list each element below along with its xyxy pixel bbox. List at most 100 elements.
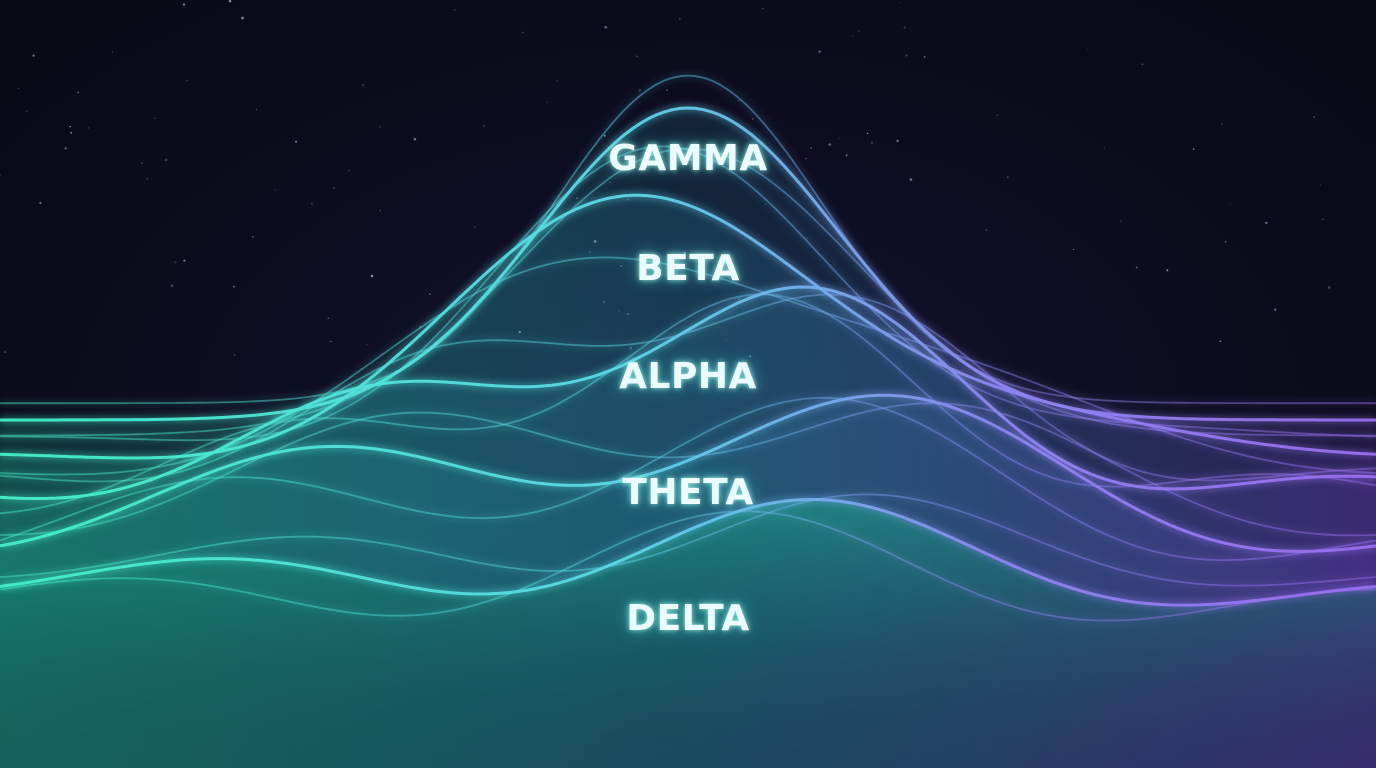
- band-line-theta: [0, 393, 1376, 553]
- band-line-gamma: [0, 106, 1376, 422]
- star: [1219, 340, 1222, 343]
- star: [903, 26, 906, 29]
- star: [241, 16, 244, 20]
- star: [1141, 63, 1144, 66]
- star: [146, 177, 149, 180]
- star: [332, 186, 335, 189]
- star: [173, 261, 177, 264]
- star: [77, 91, 80, 94]
- band-label-theta: THETA: [622, 472, 754, 513]
- band-echo-line-gamma: [0, 147, 1376, 437]
- star: [348, 170, 350, 172]
- star: [604, 25, 608, 29]
- star: [1087, 48, 1089, 50]
- band-echo-line-beta: [0, 145, 1376, 442]
- star: [483, 125, 485, 127]
- star: [231, 12, 233, 15]
- star: [154, 117, 156, 119]
- band-echo-line-delta: [0, 510, 1376, 622]
- star: [366, 343, 368, 345]
- band-echo-line-theta: [0, 396, 1376, 562]
- star: [899, 2, 902, 4]
- star: [252, 235, 254, 238]
- band-echo-line-gamma: [0, 74, 1376, 405]
- band-echo-line-beta: [0, 256, 1376, 476]
- star: [182, 3, 186, 6]
- star: [522, 31, 525, 34]
- star: [310, 202, 313, 205]
- star: [1229, 204, 1231, 206]
- star: [170, 284, 174, 287]
- star: [186, 79, 189, 82]
- star: [805, 158, 807, 160]
- star: [1221, 123, 1224, 125]
- star: [1192, 148, 1195, 150]
- band-fills: [0, 108, 1376, 768]
- star: [294, 140, 298, 143]
- band-line-delta: [0, 498, 1376, 607]
- star: [105, 316, 107, 318]
- star: [379, 210, 381, 212]
- star: [666, 89, 668, 92]
- star: [330, 340, 332, 343]
- star: [635, 55, 638, 58]
- star: [164, 158, 168, 162]
- star: [905, 54, 908, 57]
- star: [1319, 184, 1321, 186]
- star: [923, 55, 926, 58]
- star: [996, 114, 998, 116]
- star: [857, 30, 860, 32]
- star: [852, 35, 854, 37]
- star: [454, 9, 456, 11]
- star: [1322, 218, 1324, 221]
- star: [70, 131, 73, 134]
- band-line-alpha: [0, 285, 1376, 500]
- star: [327, 317, 330, 320]
- band-echo-line-alpha: [0, 293, 1376, 515]
- star: [228, 0, 232, 3]
- band-echo-line-alpha: [0, 293, 1376, 483]
- band-label-beta: BETA: [636, 248, 740, 289]
- star: [232, 285, 236, 288]
- star: [413, 137, 417, 141]
- star: [183, 259, 186, 262]
- star: [111, 51, 114, 53]
- band-echo-line-delta: [0, 493, 1376, 587]
- band-fill-delta: [0, 499, 1376, 768]
- star: [1224, 241, 1227, 243]
- star: [818, 50, 821, 53]
- star: [32, 54, 35, 57]
- star: [370, 274, 374, 278]
- star: [1119, 220, 1122, 223]
- star: [379, 126, 381, 128]
- star: [909, 178, 913, 181]
- star: [737, 99, 740, 102]
- band-label-gamma: GAMMA: [608, 138, 768, 179]
- star: [4, 351, 7, 354]
- star: [1313, 116, 1316, 118]
- star: [546, 101, 548, 103]
- star: [140, 162, 144, 165]
- star: [1135, 266, 1138, 269]
- star: [1007, 176, 1009, 178]
- star: [474, 226, 476, 228]
- star: [233, 353, 236, 356]
- star: [87, 127, 89, 129]
- star: [428, 293, 431, 296]
- star: [762, 7, 764, 10]
- star: [362, 84, 365, 87]
- star: [603, 134, 606, 137]
- star: [752, 118, 754, 120]
- star: [1265, 221, 1268, 225]
- star: [69, 125, 71, 128]
- star: [274, 189, 277, 191]
- star: [64, 147, 67, 150]
- star: [679, 17, 681, 20]
- star: [985, 229, 988, 231]
- star: [845, 154, 848, 157]
- star: [866, 132, 869, 135]
- star: [870, 141, 874, 144]
- star: [1327, 286, 1331, 289]
- star: [1103, 147, 1105, 149]
